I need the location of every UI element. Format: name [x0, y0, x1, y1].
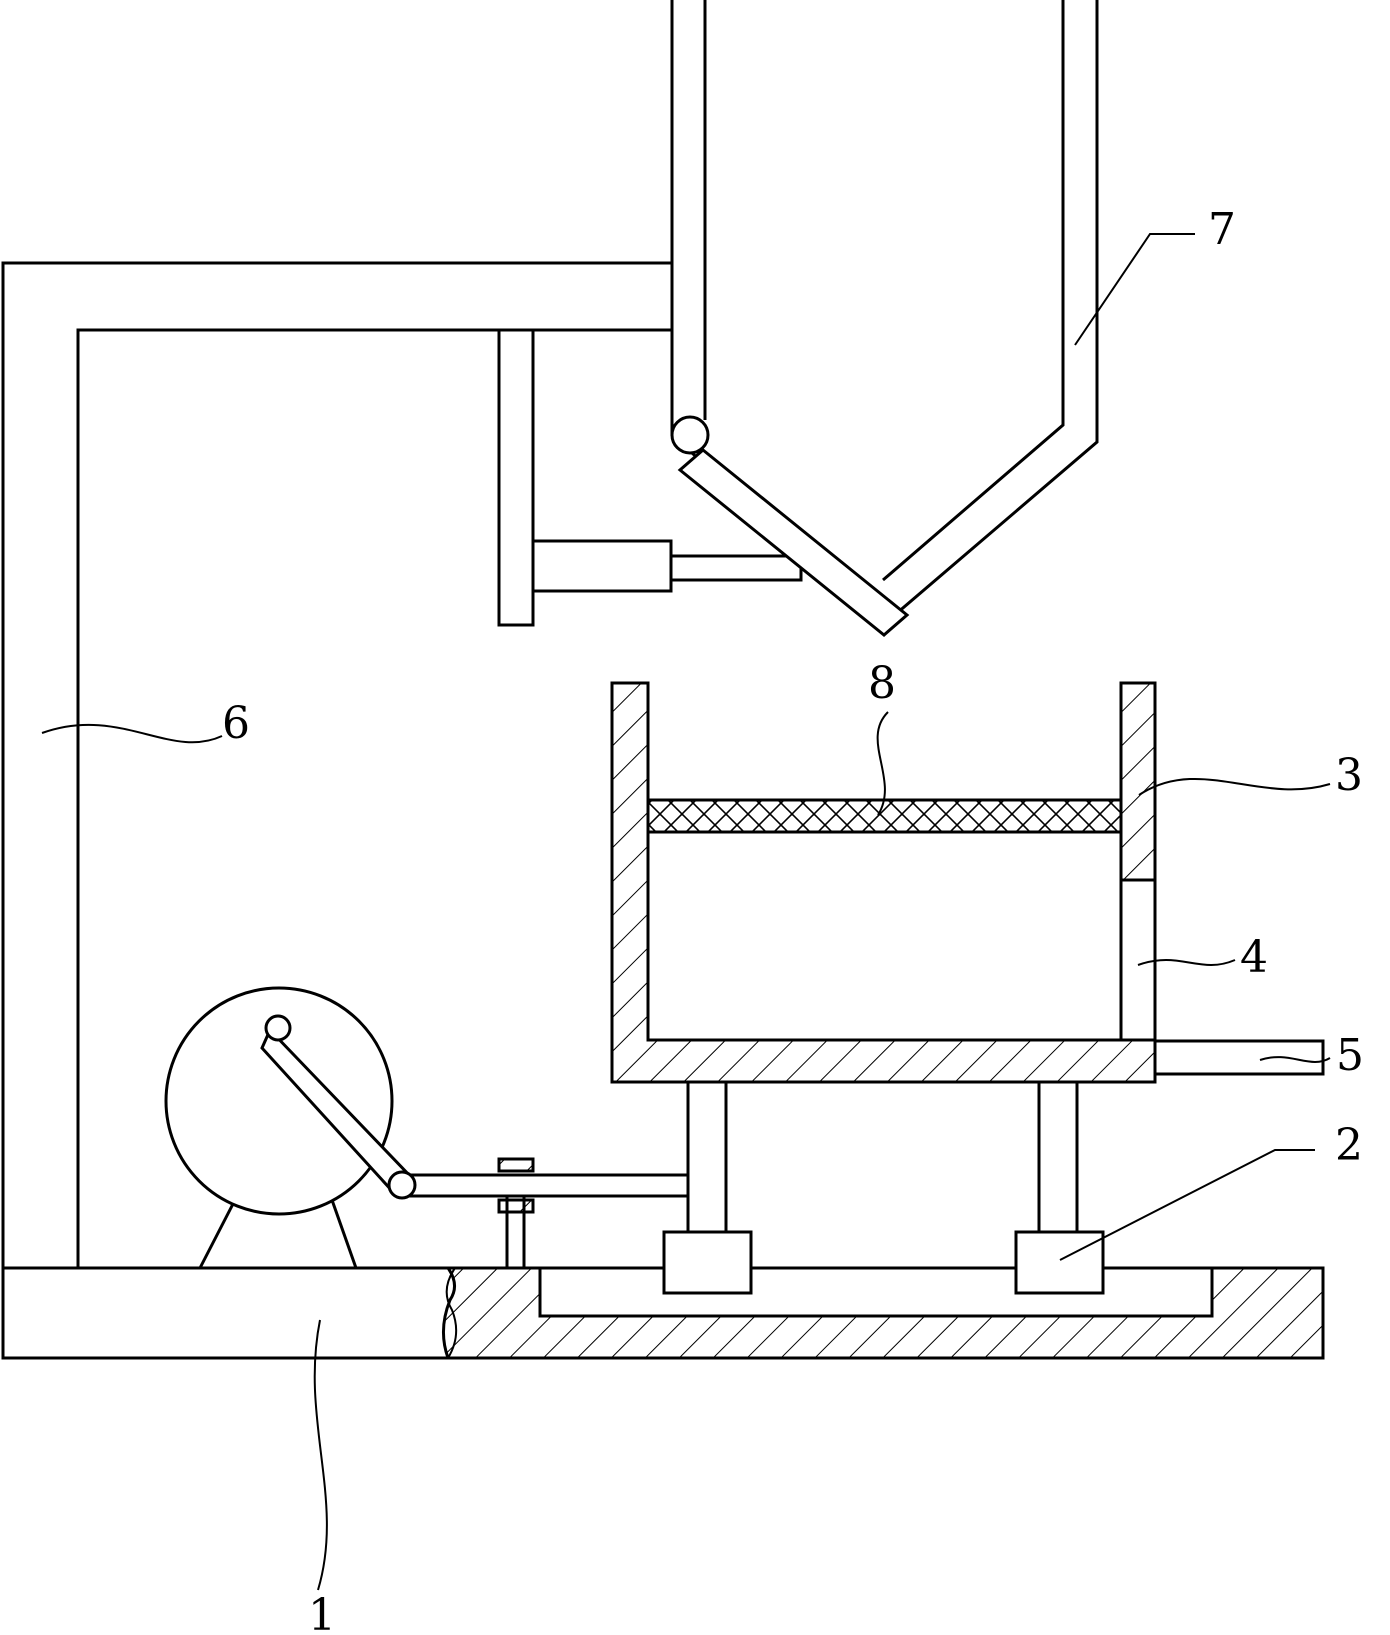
leader-lines: [41, 233, 1331, 1591]
sorting-box: [610, 681, 1325, 1084]
label-8: 8: [868, 658, 896, 709]
label-3: 3: [1335, 750, 1363, 801]
slider-left: [662, 1230, 753, 1295]
label-2: 2: [1335, 1120, 1363, 1171]
side-door: [1119, 878, 1157, 1042]
support-legs: [662, 1080, 1105, 1295]
outlet-plate: [1153, 1039, 1325, 1076]
label-4: 4: [1240, 932, 1268, 983]
guide-sleeve: [497, 1157, 535, 1270]
label-1: 1: [308, 1590, 336, 1635]
label-5: 5: [1336, 1030, 1364, 1081]
slider-right: [1014, 1230, 1105, 1295]
cylinder-bracket: [497, 328, 535, 627]
label-7: 7: [1208, 204, 1236, 255]
push-cylinder: [531, 539, 803, 593]
motor: [164, 986, 690, 1269]
hopper: [670, 0, 1099, 637]
screen: [646, 798, 1123, 834]
label-6: 6: [222, 698, 250, 749]
